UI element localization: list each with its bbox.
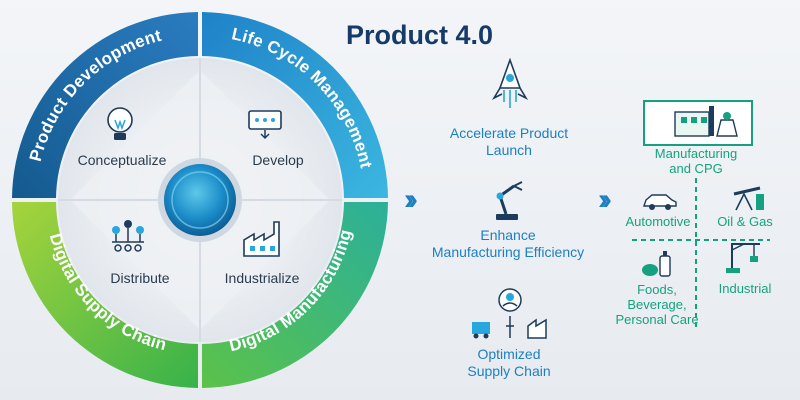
network-icon — [112, 220, 144, 252]
quadrant-label-develop: Develop — [252, 152, 304, 168]
ring-segment-top-right — [202, 12, 388, 198]
oil-pump-icon — [733, 186, 764, 211]
quadrant-label-conceptualize: Conceptualize — [77, 152, 167, 168]
quadrant-label-industrialize: Industrialize — [224, 270, 300, 286]
car-icon — [643, 194, 677, 210]
page-title: Product 4.0 — [346, 20, 494, 50]
quadrant-label-distribute: Distribute — [110, 270, 170, 286]
hub — [164, 164, 236, 236]
industry-automotive: Automotive — [625, 214, 691, 229]
industry-foods-beverage-personal-care: Foods,Beverage,Personal Care — [615, 282, 699, 327]
product-wheel-diagram: Product Development Life Cycle Managemen… — [12, 12, 388, 388]
manufacturing-cpg-box — [643, 100, 753, 146]
ring-segment-top-left — [12, 12, 198, 198]
circuit-board-icon — [248, 110, 282, 140]
robot-arm-icon — [496, 181, 523, 220]
factory-cpg-icon — [674, 106, 738, 137]
industry-industrial: Industrial — [718, 281, 772, 296]
industry-oil-gas: Oil & Gas — [717, 214, 773, 229]
ring-segment-bottom-left — [12, 202, 198, 388]
ring-segment-bottom-right — [202, 202, 388, 388]
crane-icon — [726, 243, 760, 273]
rocket-icon — [491, 58, 529, 108]
factory-icon — [243, 221, 280, 257]
supply-chain-icon — [472, 288, 547, 339]
food-icon — [642, 251, 671, 277]
hub-ring — [171, 171, 229, 229]
lightbulb-icon — [107, 107, 133, 140]
